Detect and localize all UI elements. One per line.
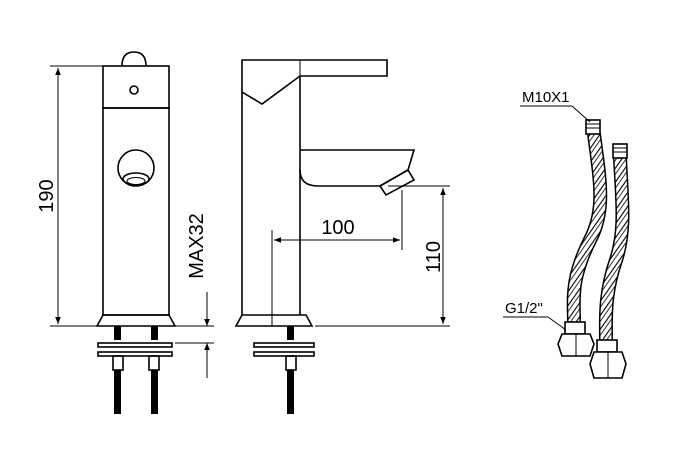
dimension-110-label: 110 (423, 241, 445, 273)
indicator-cap (121, 51, 147, 67)
dimension-spout-height: 110 (315, 185, 450, 327)
base-flange-front (95, 314, 177, 327)
nut-fitting-g12-2 (589, 339, 627, 379)
g12-label: G1/2" (505, 300, 543, 317)
faucet-body-side (241, 76, 301, 315)
faucet-body-front (102, 107, 170, 316)
mounting-studs-front (97, 326, 173, 414)
dimension-overall-height: 190 (36, 65, 103, 327)
flexible-hoses: M10X1 G1/2" (503, 89, 630, 379)
base-flange-side (234, 314, 314, 327)
dimension-max-thickness: MAX32 (175, 213, 214, 378)
dimension-spout-reach: 100 (274, 190, 403, 250)
label-thread-top: M10X1 (520, 89, 591, 123)
aerator-front (117, 149, 155, 187)
spout (299, 149, 416, 187)
front-view: 190 (36, 51, 214, 414)
thread-fitting-m10-1 (585, 119, 601, 135)
side-view: 100 110 (234, 59, 450, 414)
dimension-190-label: 190 (36, 179, 58, 212)
nut-fitting-g12-1 (557, 321, 595, 357)
handle-lever (241, 59, 388, 105)
aerator-side (378, 168, 416, 197)
dimension-100-label: 100 (321, 217, 354, 239)
m10x1-label: M10X1 (522, 89, 570, 106)
dimension-max32-label: MAX32 (186, 213, 208, 279)
thread-fitting-m10-2 (612, 143, 628, 159)
mounting-stud-side (253, 326, 315, 414)
handle-indicator-dot (129, 85, 139, 95)
label-thread-bottom: G1/2" (503, 300, 567, 331)
